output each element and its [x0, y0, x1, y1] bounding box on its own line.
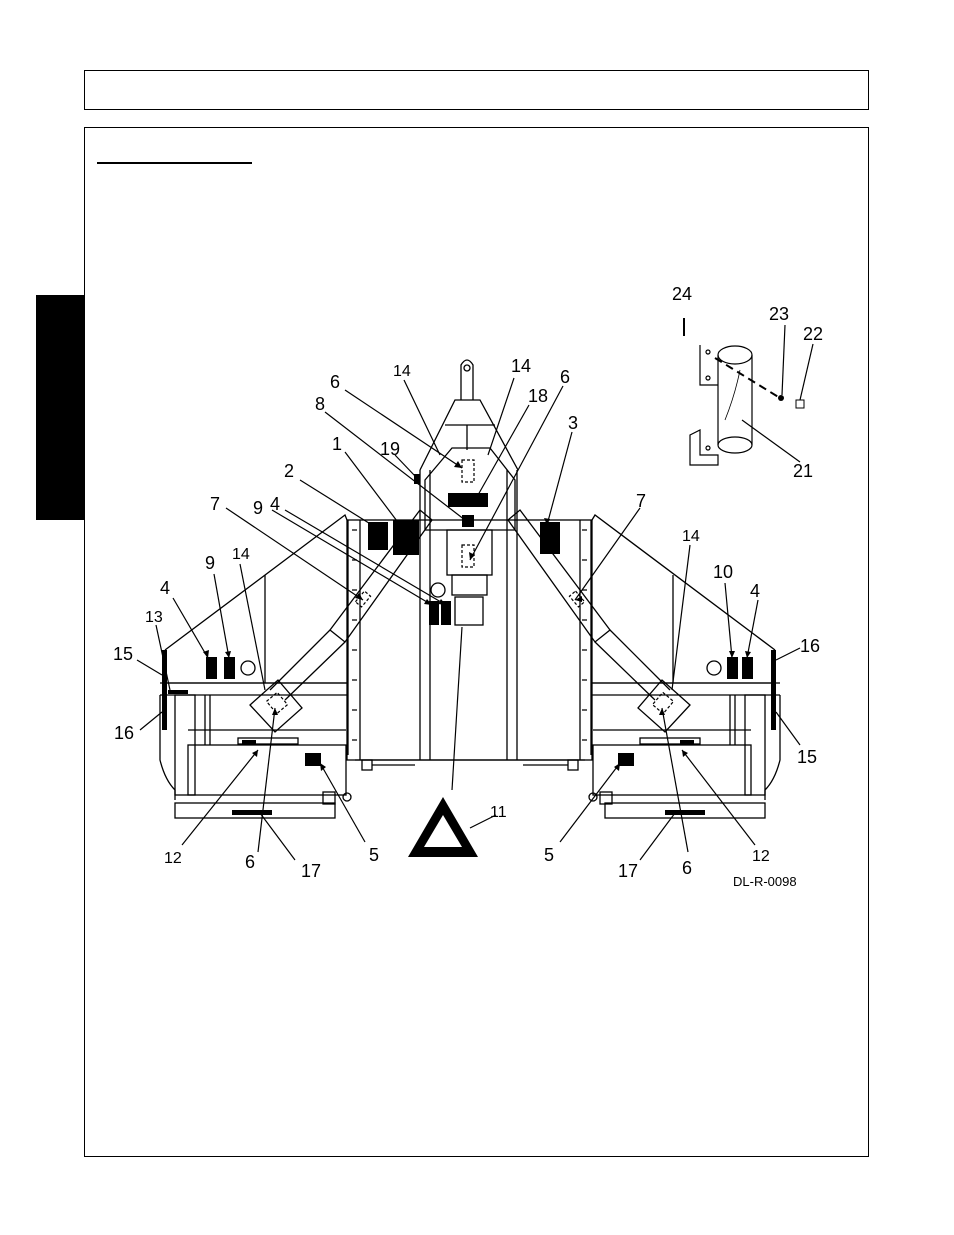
- callout: 22: [803, 324, 823, 344]
- callout-labels: 6 14 14 6 18 3 8 19 1 2 7 9 4 14 9 4 13 …: [113, 284, 823, 881]
- callout: 5: [369, 845, 379, 865]
- decal-17-left: [232, 810, 272, 815]
- callout: 11: [490, 804, 507, 821]
- callout: 14: [393, 363, 411, 380]
- callout: 15: [113, 644, 133, 664]
- callout: 14: [232, 546, 250, 563]
- decal-13: [168, 690, 188, 694]
- callout: 12: [164, 850, 182, 867]
- callout: 5: [544, 845, 554, 865]
- callout: 1: [332, 434, 342, 454]
- callout: 9: [253, 498, 263, 518]
- decal-1: [393, 520, 419, 555]
- right-pivot-block: [638, 680, 690, 732]
- callout: 17: [618, 861, 638, 881]
- decal-4-right: [742, 657, 753, 679]
- callout: 21: [793, 461, 813, 481]
- decal-18: [448, 493, 488, 507]
- callout: 2: [284, 461, 294, 481]
- decal-8: [462, 515, 474, 527]
- callout: 10: [713, 562, 733, 582]
- callout: 14: [682, 528, 700, 545]
- smv-emblem: [408, 797, 478, 857]
- callout: 16: [114, 723, 134, 743]
- callout: 19: [380, 439, 400, 459]
- hitch-tongue: [461, 360, 473, 400]
- callout: 24: [672, 284, 692, 304]
- callout: 23: [769, 304, 789, 324]
- left-pivot-block: [250, 680, 302, 732]
- callout: 9: [205, 553, 215, 573]
- leader-arrowheads: [203, 461, 751, 771]
- decal-10-right: [727, 657, 738, 679]
- decal-4-left: [206, 657, 217, 679]
- decal-5-left: [305, 753, 321, 766]
- callout: 3: [568, 413, 578, 433]
- decal-9-left: [224, 657, 235, 679]
- decal-5-right: [618, 753, 634, 766]
- decal-15-16-right: [771, 650, 776, 730]
- callout: 17: [301, 861, 321, 881]
- callout: 7: [210, 494, 220, 514]
- decal-17-right: [665, 810, 705, 815]
- callout: 14: [511, 356, 531, 376]
- figure-code: DL-R-0098: [733, 874, 797, 889]
- callout: 8: [315, 394, 325, 414]
- callout: 13: [145, 609, 163, 626]
- driveline-box: [455, 597, 483, 625]
- callout: 6: [560, 367, 570, 387]
- callout: 4: [750, 581, 760, 601]
- callout: 18: [528, 386, 548, 406]
- callout: 6: [682, 858, 692, 878]
- decal-2: [368, 522, 388, 550]
- manual-canister: [690, 345, 752, 465]
- left-wing-deck: [165, 515, 347, 683]
- leader-lines: [137, 325, 813, 860]
- decal-3: [540, 522, 560, 554]
- callout: 6: [330, 372, 340, 392]
- callout: 7: [636, 491, 646, 511]
- callout: 6: [245, 852, 255, 872]
- callout: 4: [270, 494, 280, 514]
- callout: 16: [800, 636, 820, 656]
- callout: 4: [160, 578, 170, 598]
- callout: 12: [752, 848, 770, 865]
- callout: 15: [797, 747, 817, 767]
